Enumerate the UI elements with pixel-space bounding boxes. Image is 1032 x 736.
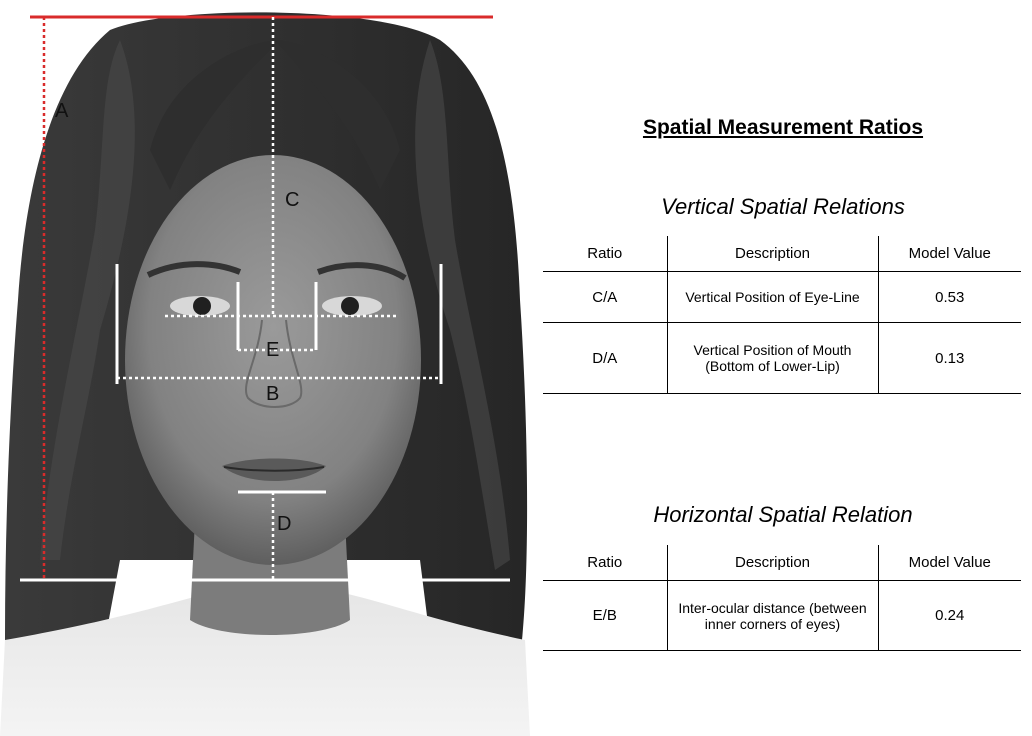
ratio-cell: C/A	[543, 272, 667, 323]
header-description: Description	[667, 236, 878, 272]
table-header-row: Ratio Description Model Value	[543, 236, 1021, 272]
vertical-ratios-table: Ratio Description Model Value C/A Vertic…	[543, 236, 1021, 394]
ratio-cell: D/A	[543, 323, 667, 394]
description-cell: Inter-ocular distance (between inner cor…	[667, 581, 878, 651]
model-value-cell: 0.53	[878, 272, 1021, 323]
ratio-cell: E/B	[543, 581, 667, 651]
header-ratio: Ratio	[543, 545, 667, 581]
header-model-value: Model Value	[878, 545, 1021, 581]
face-measurement-diagram: A C E B D	[0, 0, 530, 736]
table-header-row: Ratio Description Model Value	[543, 545, 1021, 581]
ratios-panel: Spatial Measurement Ratios Vertical Spat…	[543, 0, 1023, 736]
label-c: C	[285, 189, 299, 211]
description-cell: Vertical Position of Eye-Line	[667, 272, 878, 323]
label-b: B	[266, 383, 279, 405]
table-row: C/A Vertical Position of Eye-Line 0.53	[543, 272, 1021, 323]
label-e: E	[266, 339, 279, 361]
description-cell: Vertical Position of Mouth (Bottom of Lo…	[667, 323, 878, 394]
header-model-value: Model Value	[878, 236, 1021, 272]
table-row: D/A Vertical Position of Mouth (Bottom o…	[543, 323, 1021, 394]
model-value-cell: 0.24	[878, 581, 1021, 651]
horizontal-section-title: Horizontal Spatial Relation	[543, 502, 1023, 528]
horizontal-ratios-table: Ratio Description Model Value E/B Inter-…	[543, 545, 1021, 651]
label-a: A	[55, 100, 69, 122]
main-title: Spatial Measurement Ratios	[543, 116, 1023, 140]
table-row: E/B Inter-ocular distance (between inner…	[543, 581, 1021, 651]
header-ratio: Ratio	[543, 236, 667, 272]
face-photo-panel: A C E B D	[0, 0, 530, 736]
model-value-cell: 0.13	[878, 323, 1021, 394]
iris-left	[193, 297, 211, 315]
header-description: Description	[667, 545, 878, 581]
vertical-section-title: Vertical Spatial Relations	[543, 194, 1023, 220]
iris-right	[341, 297, 359, 315]
label-d: D	[277, 513, 291, 535]
